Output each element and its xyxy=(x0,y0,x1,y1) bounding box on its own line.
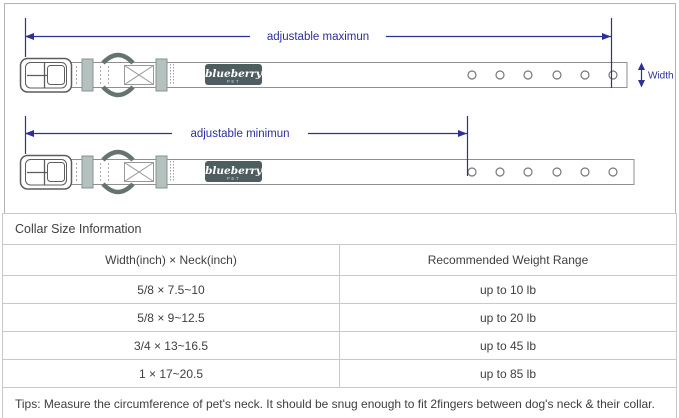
table-title: Collar Size Information xyxy=(15,222,142,236)
adjustable-min-label: adjustable minimun xyxy=(190,128,289,140)
brand-logo-text: blueberry xyxy=(205,68,263,80)
weight-cell: up to 20 lb xyxy=(479,310,537,325)
size-cell: 5/8 × 7.5~10 xyxy=(3,276,340,303)
buckle xyxy=(19,57,73,93)
brand-logo-patch: blueberry PET xyxy=(205,64,263,85)
weight-cell: up to 45 lb xyxy=(479,338,537,353)
weight-cell: up to 85 lb xyxy=(479,366,537,381)
size-cell: 3/4 × 13~16.5 xyxy=(3,332,340,359)
arrowhead-down-icon xyxy=(638,80,645,88)
header-size-column: Width(inch) × Neck(inch) xyxy=(3,245,340,275)
size-cell: 1 × 17~20.5 xyxy=(3,360,340,387)
d-ring xyxy=(101,149,135,195)
brand-logo-text: blueberry xyxy=(205,165,263,177)
stitching-marks xyxy=(76,66,109,84)
brand-logo-patch: blueberry PET xyxy=(205,161,263,182)
collar-diagram: blueberry PET adjustable maximun xyxy=(4,3,676,214)
arrowhead-right-icon xyxy=(458,130,467,137)
x-stitch-box xyxy=(124,65,154,85)
table-row: 3/4 × 13~16.5 up to 45 lb xyxy=(3,331,676,359)
brand-logo-subtext: PET xyxy=(227,79,240,84)
collar-min-figure: blueberry PET adjustable minimun xyxy=(19,116,635,195)
adjustable-max-label: adjustable maximun xyxy=(267,31,369,43)
collar-max-figure: blueberry PET adjustable maximun xyxy=(19,18,674,98)
arrowhead-left-icon xyxy=(25,130,34,137)
arrowhead-up-icon xyxy=(638,62,645,70)
x-stitch-box xyxy=(124,162,154,182)
adjustment-holes xyxy=(467,70,618,80)
arrowhead-right-icon xyxy=(602,33,611,40)
keeper-loop xyxy=(155,58,168,92)
brand-logo-subtext: PET xyxy=(227,176,240,181)
buckle xyxy=(19,154,73,190)
collar-strap xyxy=(70,159,635,185)
keeper-loop xyxy=(81,58,94,92)
stitching-marks xyxy=(76,163,109,181)
weight-cell: up to 10 lb xyxy=(479,282,537,297)
woven-size-tag xyxy=(170,161,174,182)
arrowhead-left-icon xyxy=(25,33,34,40)
collar-size-table: Collar Size Information Width(inch) × Ne… xyxy=(2,213,677,418)
keeper-loop xyxy=(81,155,94,189)
width-annotation: Width xyxy=(638,62,674,88)
table-header-row: Width(inch) × Neck(inch) Recommended Wei… xyxy=(3,244,676,275)
min-dimension-line xyxy=(24,116,469,176)
keeper-loop xyxy=(155,155,168,189)
size-cell: 5/8 × 9~12.5 xyxy=(3,304,340,331)
woven-size-tag xyxy=(170,64,174,85)
table-row: 5/8 × 9~12.5 up to 20 lb xyxy=(3,303,676,331)
header-weight-column: Recommended Weight Range xyxy=(427,253,589,267)
adjustment-holes xyxy=(467,167,618,177)
max-dimension-line xyxy=(24,18,613,88)
sizing-tips-text: Tips: Measure the circumference of pet's… xyxy=(3,387,676,418)
d-ring xyxy=(101,52,135,98)
width-label: Width xyxy=(648,71,674,82)
table-row: 1 × 17~20.5 up to 85 lb xyxy=(3,359,676,387)
table-row: 5/8 × 7.5~10 up to 10 lb xyxy=(3,275,676,303)
